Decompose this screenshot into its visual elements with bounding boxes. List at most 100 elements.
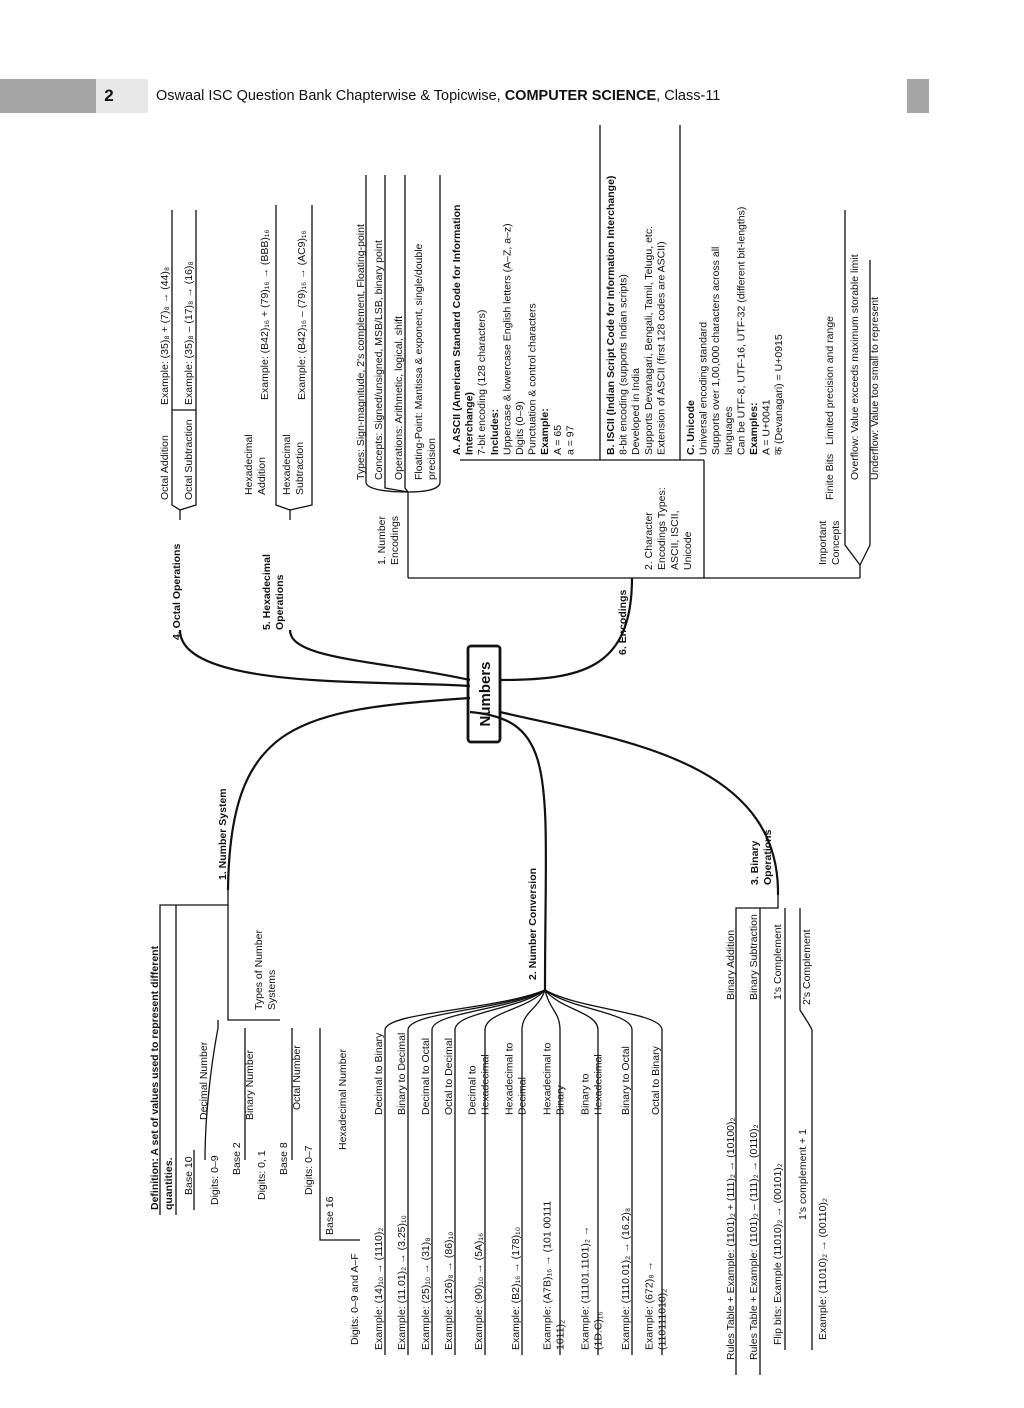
header-number-box (96, 79, 148, 113)
conversion-example: Example: (A7B)₁₆ → (101 00111 (542, 1201, 554, 1350)
ascii-block-line: Example: (539, 408, 551, 455)
conversion-name: Hexadecimal to (504, 1042, 516, 1115)
twos-complement-example: Example: (11010)₂ → (00110)₂ (817, 1198, 829, 1340)
binary-addition: Binary Addition (725, 930, 737, 1000)
hex-digits: Digits: 0–9 and A–F (349, 1253, 361, 1345)
overflow-text: Overflow: Value exceeds maximum storable… (849, 254, 861, 480)
hex-base: Base 16 (324, 1196, 336, 1235)
binary-number: Binary Number (244, 1049, 256, 1120)
binary-operations-label-2: Operations (762, 829, 774, 885)
number-conversion-label: 2. Number Conversion (527, 868, 539, 980)
important-concepts-label-2: Concepts (830, 521, 842, 565)
conversion-name: Binary to Octal (620, 1046, 632, 1115)
finite-bits: Finite Bits (824, 454, 836, 500)
binary-subtraction-text: Rules Table + Example: (1101)₂ – (111)₂ … (748, 1124, 760, 1360)
twos-complement: 2's Complement (801, 929, 813, 1005)
encodings-branch: 6. Encodings 1. Number Encodings Types: … (355, 125, 881, 655)
number-system-branch: 1. Number System Definition: A set of va… (149, 788, 361, 1345)
character-encodings-label: Unicode (682, 531, 694, 570)
conversion-example: (1D.C)₁₆ (593, 1311, 605, 1350)
conversion-example: Example: (11.01)₂ → (3.25)₁₀ (396, 1215, 408, 1350)
number-encodings-item-3: Operations: Arithmetic, logical, shift (393, 316, 405, 480)
conversion-name: Decimal to Binary (373, 1032, 385, 1115)
decimal-number: Decimal Number (198, 1041, 210, 1120)
octal-addition: Octal Addition (159, 435, 171, 500)
conversion-name: Binary (555, 1084, 567, 1115)
unicode-block-line: Supports over 1,00,000 characters across… (710, 247, 722, 455)
character-encodings-label: 2. Character (643, 512, 655, 570)
header-grey-tab (907, 79, 929, 113)
binary-digits: Digits: 0, 1 (256, 1150, 268, 1200)
hex-subtraction-2: Subtraction (294, 442, 306, 495)
conversion-name: Binary to Decimal (396, 1033, 408, 1115)
conversion-name: Hexadecimal (480, 1054, 492, 1115)
definition-line-2: quantities. (163, 1157, 175, 1210)
iscii-block: B. ISCII (Indian Script Code for Informa… (605, 176, 667, 455)
ascii-block-line: A. ASCII (American Standard Code for Inf… (451, 205, 463, 455)
unicode-block-line: Universal encoding standard (698, 322, 710, 455)
ascii-block-line: a = 97 (564, 425, 576, 455)
important-concepts-label-1: Important (817, 521, 829, 565)
hex-operations-label-1: 5. Hexadecimal (261, 554, 273, 630)
unicode-block-line: Can be UTF-8, UTF-16, UTF-32 (different … (735, 207, 747, 455)
number-encodings-label-2: Encodings (389, 516, 401, 565)
unicode-block-line: A = U+0041 (761, 399, 773, 455)
branch-encodings-line (499, 577, 634, 682)
conversion-name: Octal to Decimal (443, 1038, 455, 1115)
binary-addition-text: Rules Table + Example: (1101)₂ + (111)₂ … (725, 1117, 737, 1360)
hex-subtraction-1: Hexadecimal (281, 434, 293, 495)
ascii-block: A. ASCII (American Standard Code for Inf… (451, 205, 576, 455)
conversion-name: Decimal to Octal (420, 1038, 432, 1115)
iscii-block-line: Extension of ASCII (first 128 codes are … (655, 241, 667, 455)
binary-subtraction: Binary Subtraction (748, 914, 760, 1000)
octal-number: Octal Number (291, 1045, 303, 1110)
conversion-name: Hexadecimal (593, 1054, 605, 1115)
types-label-1: Types of Number (253, 930, 265, 1010)
binary-operations-label-1: 3. Binary (749, 840, 761, 885)
octal-addition-example: Example: (35)₈ + (7)₈ → (44)₈ (159, 267, 171, 405)
ascii-block-line: 7-bit encoding (128 characters) (476, 310, 488, 455)
finite-bits-text: Limited precision and range (824, 316, 836, 445)
conversion-example: Example: (25)₁₀ → (31)₈ (420, 1237, 432, 1350)
octal-subtraction: Octal Subtraction (183, 419, 195, 500)
ascii-block-line: Interchange) (464, 392, 476, 455)
conversion-example: Example: (90)₁₀ → (5A)₁₆ (473, 1233, 485, 1350)
conversion-name: Binary to (580, 1073, 592, 1115)
iscii-block-line: B. ISCII (Indian Script Code for Informa… (605, 176, 617, 455)
iscii-block-line: Supports Devanagari, Bengali, Tamil, Tel… (643, 226, 655, 455)
types-label-2: Systems (266, 970, 278, 1010)
unicode-block-line: Examples: (748, 402, 760, 455)
octal-subtraction-example: Example: (35)₈ – (17)₈ → (16)₈ (183, 261, 195, 405)
binary-operations-branch: 3. Binary Operations Rules Table + Examp… (725, 829, 829, 1375)
iscii-block-line: 8-bit encoding (supports Indian scripts) (618, 274, 630, 455)
hex-number: Hexadecimal Number (337, 1049, 349, 1150)
hex-operations-label-2: Operations (274, 574, 286, 630)
definition-line-1: Definition: A set of values used to repr… (149, 945, 161, 1210)
conversion-name: Decimal to (467, 1065, 479, 1115)
conversion-name: Decimal (517, 1077, 529, 1115)
ones-complement: 1's Complement (772, 924, 784, 1000)
conversion-example: Example: (11101.1101)₂ → (580, 1226, 592, 1350)
character-encodings-label: ASCII, ISCII, (669, 510, 681, 570)
branch-number-system-line (226, 696, 471, 891)
number-encodings-item-1: Types: Sign-magnitude, 2's complement, F… (355, 224, 367, 480)
decimal-base: Base 10 (183, 1156, 195, 1195)
number-conversion-branch: 2. Number Conversion Decimal to BinaryEx… (373, 868, 669, 1355)
conversion-example: Example: (1110.01)₂ → (16.2)₈ (620, 1208, 632, 1350)
branch-hex-operations-line (288, 629, 471, 682)
unicode-block-line: languages (723, 407, 735, 455)
number-system-label: 1. Number System (217, 788, 229, 880)
encodings-label: 6. Encodings (617, 589, 629, 655)
octal-base: Base 8 (278, 1142, 290, 1175)
conversion-example: Example: (14)₁₀ → (1110)₂ (373, 1228, 385, 1350)
page-header: 2 Oswaal ISC Question Bank Chapterwise &… (0, 79, 1024, 113)
hex-addition-2: Addition (256, 457, 268, 495)
conversion-example: Example: (672)₈ → (644, 1261, 656, 1350)
main-branches (178, 577, 780, 991)
conversion-example: Example: (126)₈ → (86)₁₀ (443, 1232, 455, 1350)
hex-operations-branch: 5. Hexadecimal Operations Hexadecimal Ad… (243, 205, 313, 630)
unicode-block-line: C. Unicode (685, 400, 697, 455)
ascii-block-line: Uppercase & lowercase English letters (A… (501, 223, 513, 455)
